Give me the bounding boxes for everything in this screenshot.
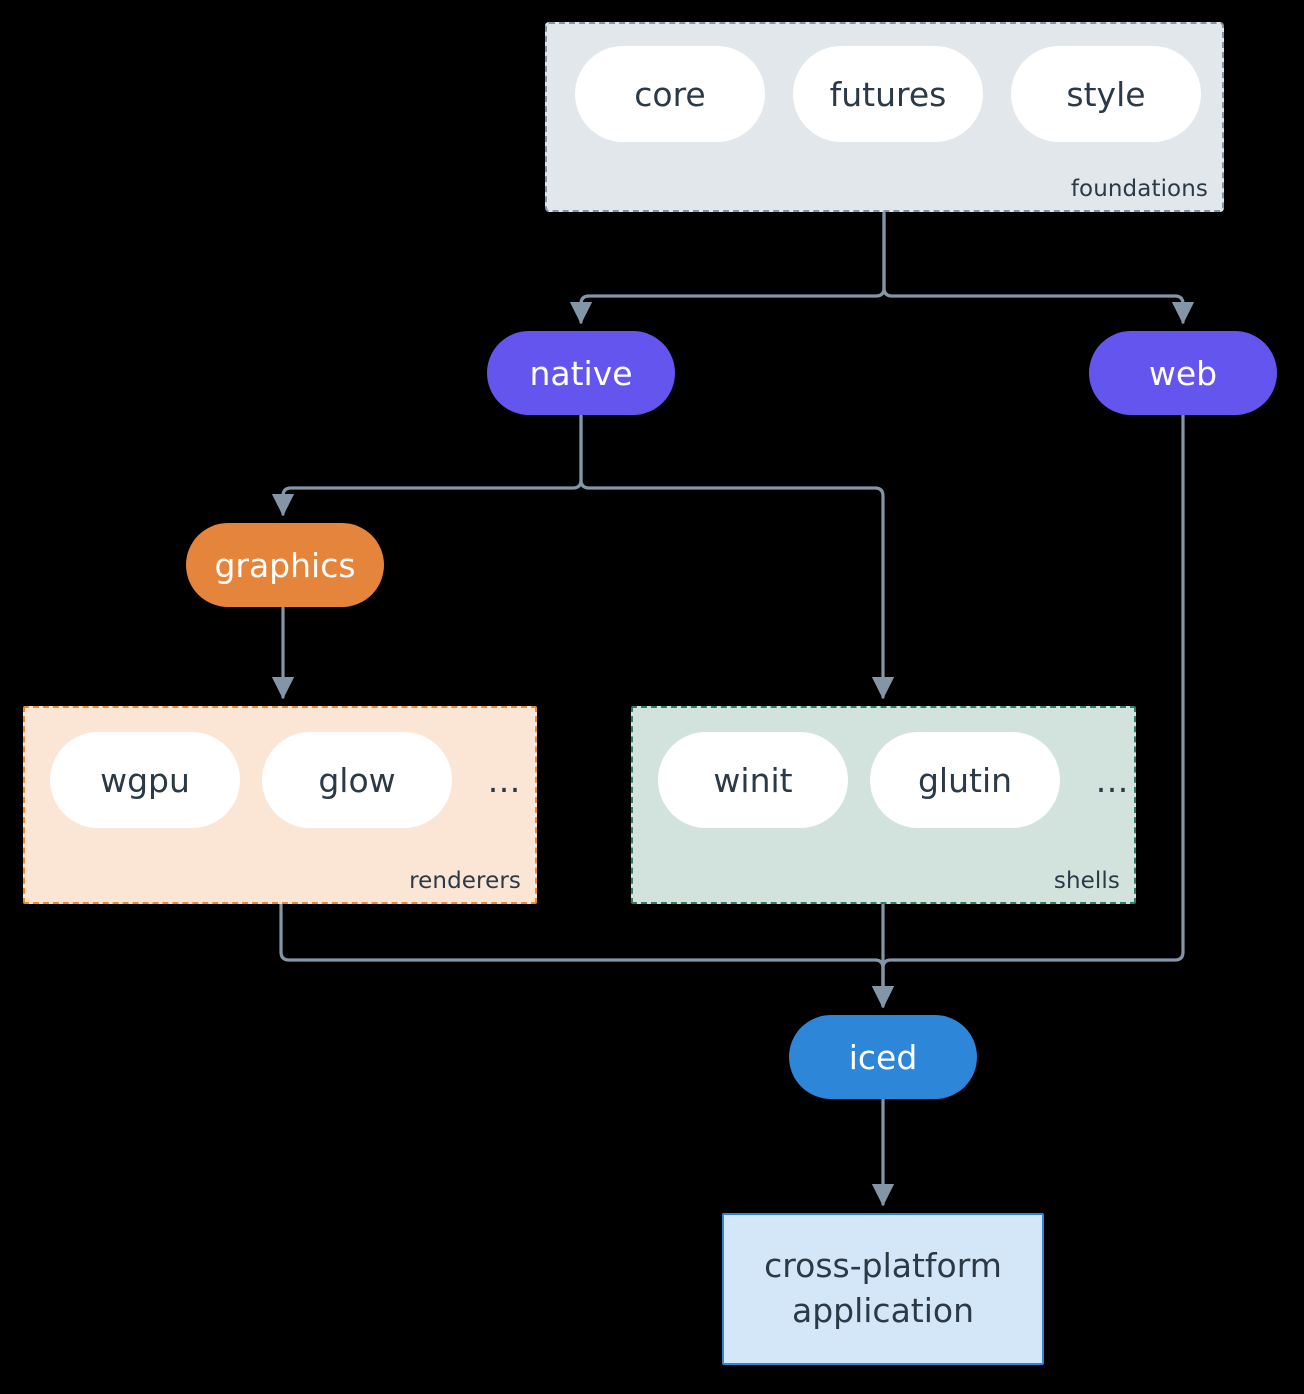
node-futures-label: futures: [829, 74, 947, 114]
node-renderers-more[interactable]: …: [474, 732, 534, 828]
cluster-foundations: core futures style foundations: [545, 22, 1224, 212]
node-graphics[interactable]: graphics: [186, 523, 384, 607]
node-core[interactable]: core: [575, 46, 765, 142]
node-wgpu-label: wgpu: [100, 760, 190, 800]
node-winit[interactable]: winit: [658, 732, 848, 828]
node-glow[interactable]: glow: [262, 732, 452, 828]
node-style-label: style: [1066, 74, 1146, 114]
node-iced-label: iced: [848, 1037, 918, 1077]
node-futures[interactable]: futures: [793, 46, 983, 142]
node-application-line1: cross-platform: [764, 1246, 1002, 1286]
cluster-shells-label: shells: [1053, 868, 1120, 894]
node-renderers-more-label: …: [487, 760, 521, 800]
node-native[interactable]: native: [487, 331, 675, 415]
edge-native-graphics: [271, 413, 583, 517]
node-glow-label: glow: [318, 760, 396, 800]
node-web-label: web: [1148, 353, 1218, 393]
cluster-shells: winit glutin … shells: [631, 706, 1136, 904]
node-native-label: native: [529, 353, 633, 393]
node-style[interactable]: style: [1011, 46, 1201, 142]
edge-foundations-web: [882, 211, 1195, 325]
edge-foundations-native: [569, 211, 886, 325]
cluster-foundations-items: core futures style: [575, 46, 1201, 142]
node-glutin[interactable]: glutin: [870, 732, 1060, 828]
node-cross-platform-application[interactable]: cross-platform application: [722, 1213, 1044, 1365]
cluster-renderers-label: renderers: [409, 868, 521, 894]
node-wgpu[interactable]: wgpu: [50, 732, 240, 828]
cluster-shells-items: winit glutin …: [658, 732, 1142, 828]
cluster-renderers-items: wgpu glow …: [50, 732, 534, 828]
node-shells-more[interactable]: …: [1082, 732, 1142, 828]
node-shells-more-label: …: [1095, 760, 1129, 800]
cluster-foundations-label: foundations: [1070, 176, 1208, 202]
node-winit-label: winit: [713, 760, 793, 800]
node-graphics-label: graphics: [214, 545, 356, 585]
edge-renderers-iced: [279, 903, 895, 1009]
node-iced[interactable]: iced: [789, 1015, 977, 1099]
edge-native-shells: [579, 413, 895, 700]
cluster-renderers: wgpu glow … renderers: [23, 706, 537, 904]
node-core-label: core: [634, 74, 706, 114]
node-application-line2: application: [791, 1291, 975, 1330]
node-web[interactable]: web: [1089, 331, 1277, 415]
node-glutin-label: glutin: [917, 760, 1013, 800]
